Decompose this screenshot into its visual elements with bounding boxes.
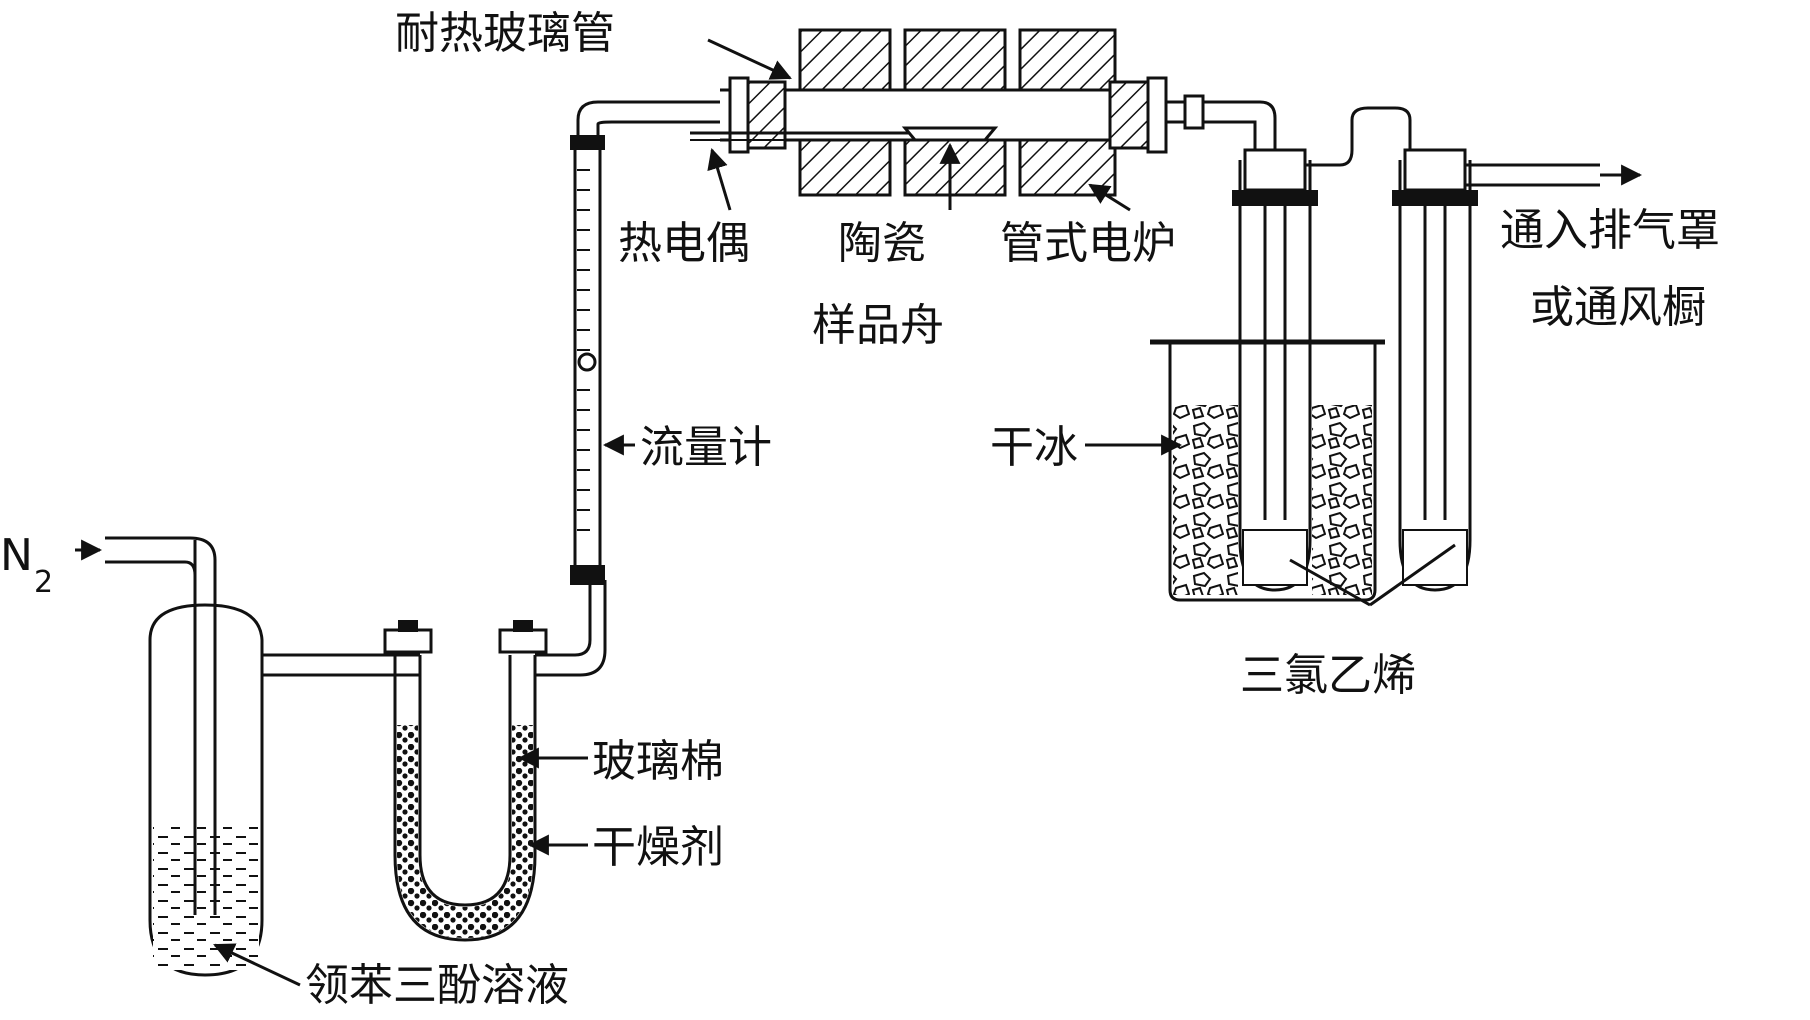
n2-label: N (0, 530, 33, 581)
trap1-liquid (1242, 529, 1308, 586)
label-pyrogallol-solution: 领苯三酚溶液 (305, 960, 569, 1011)
tube-furnace (690, 28, 1168, 197)
pyrogallol-liquid (153, 825, 259, 970)
glass-wool-right (512, 725, 533, 755)
label-dry-ice: 干冰 (990, 422, 1078, 473)
label-exhaust-line2: 或通风橱 (1530, 282, 1706, 333)
cold-trap-2 (1392, 148, 1643, 592)
label-sample-boat: 样品舟 (812, 300, 944, 351)
u-tube-drying (383, 620, 548, 942)
n2-subscript: 2 (34, 565, 53, 600)
dry-ice-fill (1173, 405, 1238, 595)
flowmeter-float (577, 352, 597, 372)
label-heat-resistant-tube: 耐热玻璃管 (395, 8, 615, 59)
n2-inlet-tube: N 2 (0, 530, 217, 600)
label-tube-furnace: 管式电炉 (1000, 218, 1176, 269)
label-ceramic: 陶瓷 (838, 218, 926, 269)
flowmeter (570, 100, 720, 585)
connector-tube-1 (535, 580, 607, 677)
gas-washing-bottle (148, 540, 420, 977)
ceramic-sample-boat (901, 126, 999, 142)
label-flowmeter: 流量计 (640, 422, 772, 473)
label-thermocouple: 热电偶 (618, 218, 750, 269)
label-glass-wool: 玻璃棉 (592, 736, 724, 787)
glass-wool-left (397, 725, 418, 755)
cold-trap-1 (1232, 106, 1412, 592)
label-exhaust-line1: 通入排气罩 (1500, 205, 1720, 256)
label-trichloroethylene: 三氯乙烯 (1240, 650, 1416, 701)
beaker-dry-ice (1150, 339, 1385, 602)
label-desiccant: 干燥剂 (592, 822, 724, 873)
